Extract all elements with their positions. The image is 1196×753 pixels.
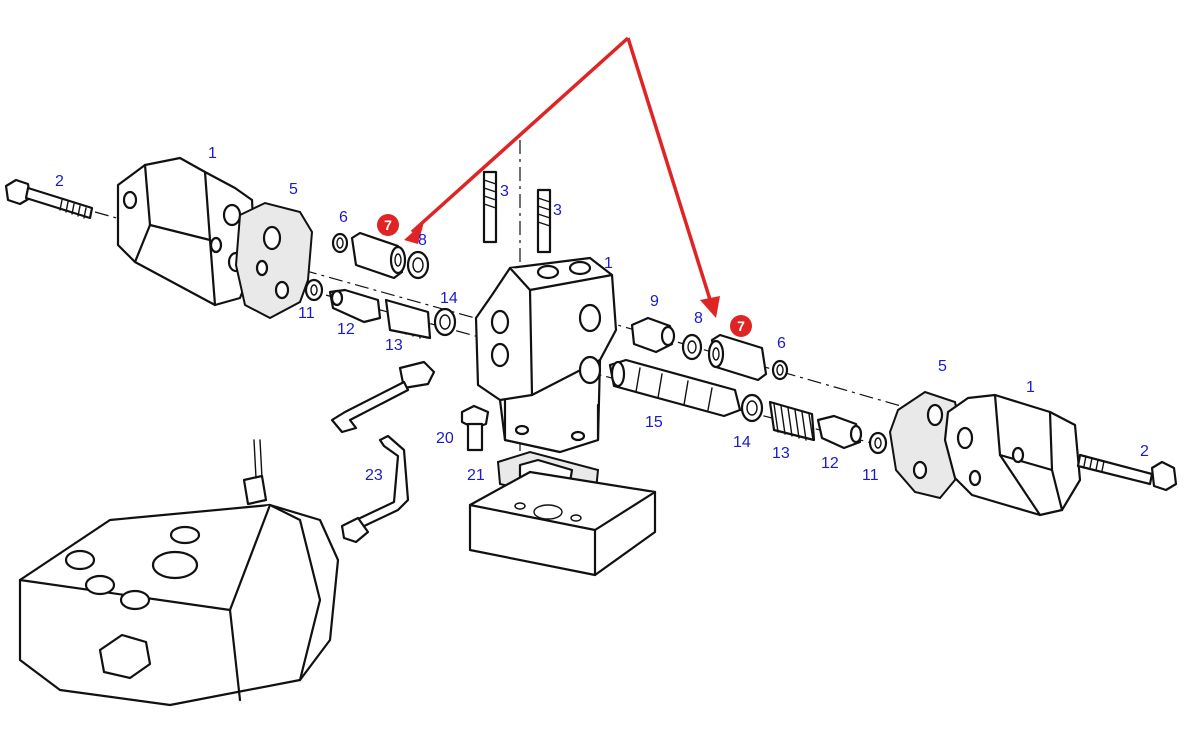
hydraulic-unit: [18, 439, 340, 707]
callout-11-right: 11: [862, 467, 879, 484]
callout-3-right-stud: 3: [553, 202, 562, 219]
sleeve-7-right: [707, 333, 768, 382]
pipe-assembly: [330, 360, 436, 544]
washer-14-left: [433, 307, 457, 337]
badge-7-left: 7: [377, 214, 399, 236]
ring-6-left: [331, 232, 349, 254]
callout-15-spool: 15: [645, 414, 663, 431]
callout-5-right-gasket: 5: [938, 358, 947, 375]
mounting-base: [468, 470, 657, 577]
check-valve-9: [630, 316, 676, 354]
callout-23-pipe: 23: [365, 467, 383, 484]
callout-3-left-stud: 3: [500, 183, 509, 200]
gasket-right: [888, 390, 964, 500]
piston-12-left: [328, 288, 382, 324]
callout-12-right: 12: [821, 455, 839, 472]
callout-2-left-bolt: 2: [55, 173, 64, 190]
ring-11-left: [304, 278, 324, 302]
ring-8-left: [406, 250, 430, 280]
cover-right: [943, 393, 1082, 517]
callout-5-left-gasket: 5: [289, 181, 298, 198]
callout-8-right: 8: [694, 310, 703, 327]
callout-1-right-cover: 1: [1026, 379, 1035, 396]
callout-14-right: 14: [733, 434, 751, 451]
callout-8-left: 8: [418, 232, 427, 249]
cover-left: [116, 156, 257, 307]
sleeve-7-left: [350, 231, 407, 280]
callout-20-bolt: 20: [436, 430, 454, 447]
bolt-right: [1076, 453, 1178, 492]
badge-7-right: 7: [730, 315, 752, 337]
ring-8-right: [681, 333, 703, 361]
callout-1-left-cover: 1: [208, 145, 217, 162]
ring-6-right: [771, 359, 789, 381]
callout-12-left: 12: [337, 321, 355, 338]
callout-6-right: 6: [777, 335, 786, 352]
highlight-badges: 7 7: [377, 214, 752, 337]
piston-12-right: [816, 414, 863, 450]
bolt-left: [4, 178, 94, 220]
callout-2-right-bolt: 2: [1140, 443, 1149, 460]
spring-13-right: [768, 400, 816, 442]
gasket-left: [234, 201, 314, 320]
callout-11-left: 11: [298, 305, 315, 322]
stud-3-left: [482, 170, 498, 244]
callout-13-left: 13: [385, 337, 403, 354]
highlight-arrows: [404, 36, 720, 318]
badge-7-right-text: 7: [737, 318, 745, 334]
callout-1-valve-block: 1: [604, 255, 613, 272]
washer-14-right: [740, 393, 764, 423]
stud-3-right: [536, 188, 552, 254]
callout-6-left: 6: [339, 209, 348, 226]
callout-labels: 1 2 5 6 8 11 12 13 14 3 3 1 9 8 6 15 14 …: [55, 145, 1149, 484]
callout-14-left: 14: [440, 290, 458, 307]
spool-15: [608, 358, 742, 418]
bolt-20: [460, 404, 490, 452]
callout-13-right: 13: [772, 445, 790, 462]
spring-13-left: [384, 298, 432, 340]
valve-block: [474, 256, 618, 454]
badge-7-left-text: 7: [384, 217, 392, 233]
callout-21-flange-gasket: 21: [467, 467, 485, 484]
callout-9-check-valve: 9: [650, 293, 659, 310]
ring-11-right: [868, 431, 888, 455]
